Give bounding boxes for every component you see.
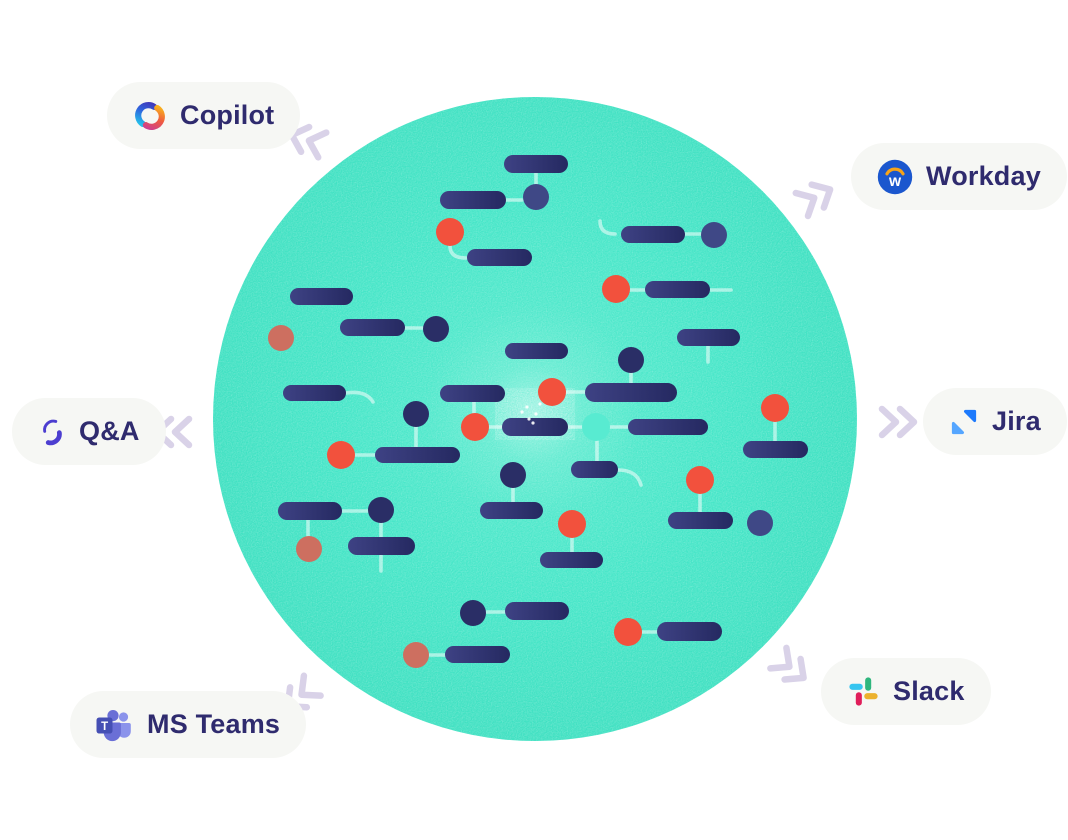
task-pills — [278, 155, 808, 663]
task-pill — [504, 155, 568, 173]
slack-icon — [847, 675, 880, 708]
connector-line — [344, 390, 375, 404]
ms-teams-icon: T — [96, 707, 134, 743]
badge-label: Slack — [893, 676, 965, 706]
badge-label: Jira — [992, 406, 1041, 436]
sparkle — [527, 417, 531, 421]
navy-dot — [500, 462, 526, 488]
red-dot — [538, 378, 566, 406]
task-pill — [657, 622, 722, 641]
badge-msteams[interactable]: T MS Teams — [70, 691, 307, 758]
badge-jira[interactable]: Jira — [923, 388, 1067, 455]
navy-dot — [460, 600, 486, 626]
task-pill — [540, 552, 603, 568]
navy-dot — [423, 316, 449, 342]
task-pill — [440, 385, 505, 402]
task-pill — [348, 537, 415, 555]
sparkle — [534, 412, 538, 416]
badge-workday[interactable]: w Workday — [851, 143, 1067, 210]
task-pill — [445, 646, 510, 663]
teal-dot — [582, 413, 610, 441]
connector-line — [616, 468, 643, 487]
connector-line — [448, 244, 468, 260]
navy-dot — [368, 497, 394, 523]
double-chevron-slack-icon — [761, 638, 822, 698]
badge-label: MS Teams — [147, 709, 281, 739]
task-pill — [505, 602, 569, 620]
task-pill — [645, 281, 710, 298]
svg-text:T: T — [101, 721, 108, 733]
sparkle — [520, 410, 524, 414]
jira-icon — [949, 407, 979, 437]
task-pill — [480, 502, 543, 519]
double-chevron-jira-icon — [875, 402, 921, 442]
connector-line — [598, 219, 617, 236]
double-chevron-workday-icon — [786, 169, 845, 226]
salmon-dot — [268, 325, 294, 351]
red-dot — [686, 466, 714, 494]
task-pill — [585, 383, 677, 402]
badge-qa[interactable]: Q&A — [12, 398, 166, 465]
badge-label: Q&A — [79, 416, 140, 446]
navy-dot — [403, 401, 429, 427]
slate-dot — [701, 222, 727, 248]
copilot-icon — [133, 99, 167, 133]
sparkle — [525, 405, 529, 409]
badge-slack[interactable]: Slack — [821, 658, 991, 725]
task-pill — [467, 249, 532, 266]
task-pill — [290, 288, 353, 305]
task-pill — [668, 512, 733, 529]
task-pill — [502, 418, 568, 436]
badge-label: Workday — [926, 161, 1041, 191]
sparkle — [531, 421, 535, 425]
task-pill — [505, 343, 568, 359]
red-dot — [602, 275, 630, 303]
red-dot — [558, 510, 586, 538]
task-pill — [283, 385, 346, 401]
badge-copilot[interactable]: Copilot — [107, 82, 301, 149]
task-pill — [628, 419, 708, 435]
red-dot — [614, 618, 642, 646]
task-pill — [571, 461, 618, 478]
connector-lines — [306, 171, 777, 657]
red-dot — [436, 218, 464, 246]
salmon-dot — [296, 536, 322, 562]
sparkle — [538, 402, 542, 406]
qa-icon — [38, 418, 66, 446]
workday-icon: w — [877, 159, 913, 195]
task-pill — [677, 329, 740, 346]
sparkles — [520, 402, 542, 425]
task-pill — [375, 447, 460, 463]
slate-dot — [747, 510, 773, 536]
red-dot — [761, 394, 789, 422]
svg-text:w: w — [888, 173, 902, 190]
red-dot — [461, 413, 489, 441]
task-pill — [440, 191, 506, 209]
slate-dot — [523, 184, 549, 210]
red-dot — [327, 441, 355, 469]
task-pill — [278, 502, 342, 520]
navy-dot — [618, 347, 644, 373]
task-pill — [621, 226, 685, 243]
badge-label: Copilot — [180, 100, 275, 130]
task-pill — [340, 319, 405, 336]
milestone-dots — [268, 184, 789, 668]
salmon-dot — [403, 642, 429, 668]
task-pill — [743, 441, 808, 458]
